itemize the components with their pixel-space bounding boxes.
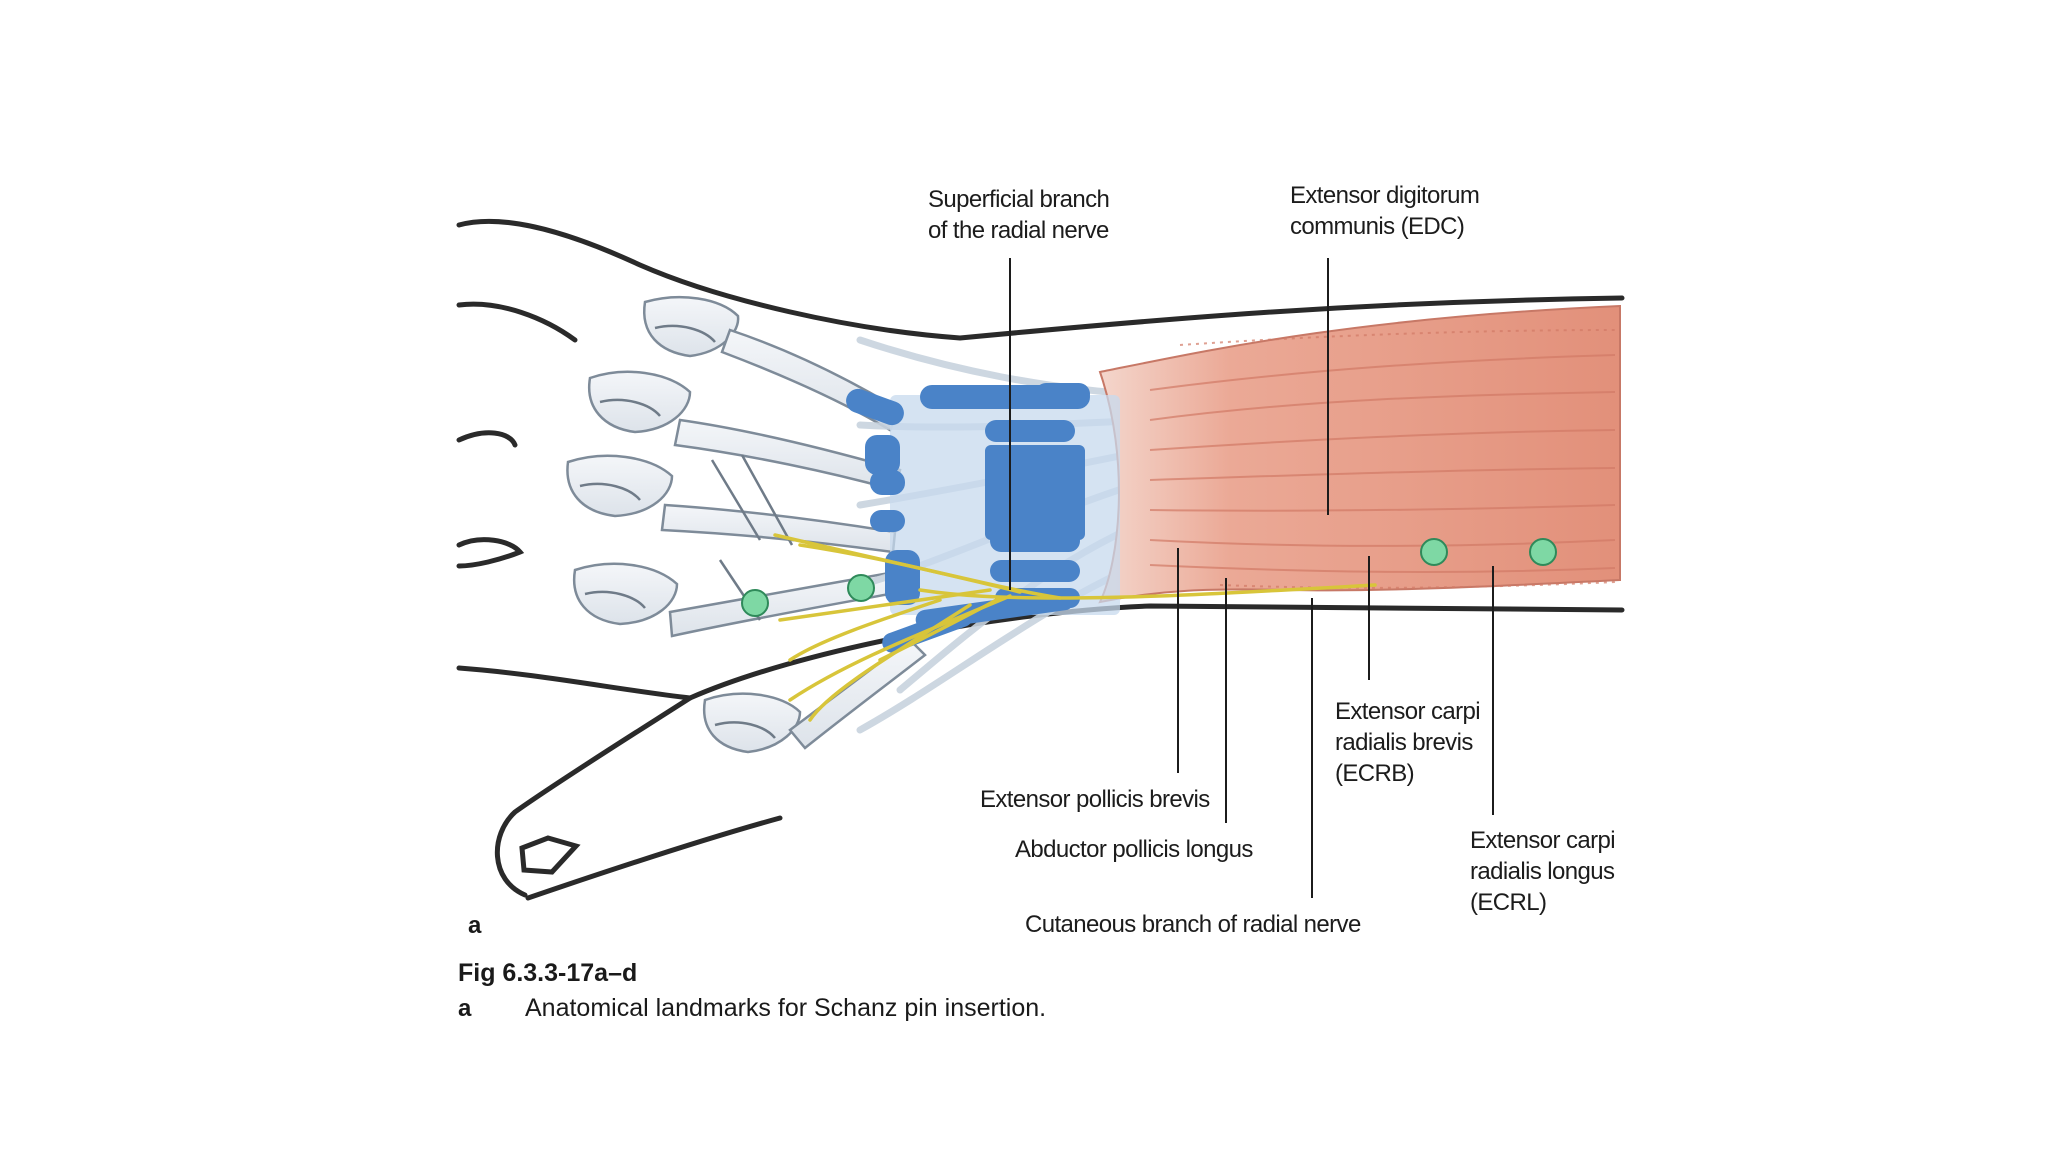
label-extensor-digitorum-communis: Extensor digitorum communis (EDC) [1290, 180, 1480, 242]
pin-marker [741, 589, 769, 617]
label-ecrb: Extensor carpi radialis brevis (ECRB) [1335, 696, 1481, 789]
label-cutaneous-branch-radial-nerve: Cutaneous branch of radial nerve [1025, 911, 1361, 938]
figure-caption-title: Fig 6.3.3-17a–d [458, 959, 638, 987]
label-line: Extensor carpi [1470, 827, 1616, 854]
pin-marker [1529, 538, 1557, 566]
label-line: (ECRL) [1470, 889, 1547, 916]
pin-marker [847, 574, 875, 602]
label-line: Superficial branch [928, 186, 1110, 213]
label-line: (ECRB) [1335, 760, 1415, 787]
label-line: Extensor digitorum [1290, 182, 1480, 209]
label-ecrl: Extensor carpi radialis longus (ECRL) [1470, 825, 1616, 918]
skin-outline [456, 218, 1625, 901]
pin-marker [1420, 538, 1448, 566]
label-line: radialis brevis [1335, 729, 1473, 756]
figure-caption-letter: a [458, 995, 472, 1022]
leader-lines [1009, 258, 1494, 898]
label-superficial-branch-radial-nerve: Superficial branch of the radial nerve [928, 184, 1110, 246]
radial-nerve-branches [773, 533, 1377, 722]
pin-markers [741, 538, 1557, 617]
label-line: Extensor carpi [1335, 698, 1481, 725]
label-abductor-pollicis-longus: Abductor pollicis longus [1015, 836, 1253, 863]
label-line: of the radial nerve [928, 217, 1109, 244]
figure-caption-text: Anatomical landmarks for Schanz pin inse… [525, 994, 1047, 1022]
label-line: radialis longus [1470, 858, 1615, 885]
label-line: communis (EDC) [1290, 213, 1465, 240]
panel-letter: a [468, 912, 482, 939]
label-extensor-pollicis-brevis: Extensor pollicis brevis [980, 786, 1210, 813]
